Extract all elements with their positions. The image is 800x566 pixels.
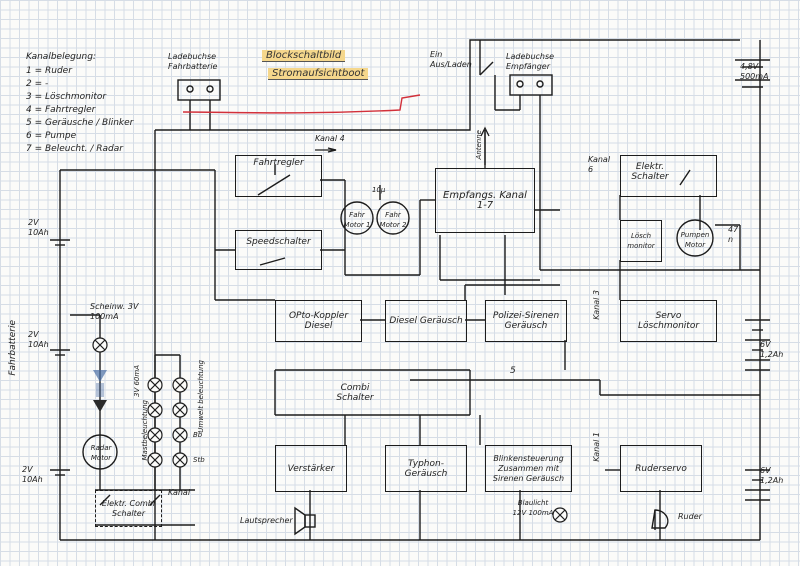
diagram-title-line2: Stromaufsichtboot bbox=[268, 68, 369, 80]
diagram-title-line1: Blockschaltbild bbox=[262, 50, 346, 62]
elektr-schalter-label: Elektr. Schalter bbox=[631, 162, 669, 182]
legend-item: 2 = - bbox=[26, 79, 49, 89]
cap-label: 10µ bbox=[372, 186, 386, 194]
r47-label: 47 n bbox=[728, 225, 739, 244]
ruderservo-block: Ruderservo bbox=[620, 445, 702, 492]
polizei-sirenen-block: Polizei-Sirenen Geräusch bbox=[485, 300, 567, 342]
radar-motor-label: Radar Motor bbox=[90, 444, 112, 462]
lautsprecher-label: Lautsprecher bbox=[240, 516, 293, 525]
fahrtregler-block: Fahrtregler bbox=[235, 155, 322, 197]
lamp-icon bbox=[147, 452, 163, 468]
lamp-icon bbox=[172, 452, 188, 468]
umweltbeleuchtung-label: Umwelt beleuchtung bbox=[197, 360, 205, 433]
elektr-combi-schalter-block: Elektr. Combi Schalter bbox=[95, 490, 162, 527]
fahrbatterie-label: Fahrbatterie bbox=[8, 320, 18, 376]
led-icon bbox=[93, 370, 107, 412]
ladebuchse-fahrbatterie-label: Ladebuchse Fahrbatterie bbox=[168, 52, 218, 71]
lamp-icon bbox=[172, 377, 188, 393]
empfaenger-block: Empfangs. Kanal 1-7 bbox=[435, 168, 535, 233]
pumpenmotor-symbol bbox=[676, 219, 714, 257]
legend-item: 7 = Beleucht. / Radar bbox=[26, 144, 123, 154]
lamp-icon bbox=[147, 402, 163, 418]
kanal-left-label: Kanal 6 bbox=[588, 155, 611, 174]
legend-item: 4 = Fahrtregler bbox=[26, 105, 96, 115]
empfaenger-label: Empfangs. Kanal 1-7 bbox=[443, 189, 527, 211]
ruder-label: Ruder bbox=[678, 512, 702, 521]
battery-right1-label: 6V 1,2Ah bbox=[760, 340, 784, 359]
legend-item: 5 = Geräusche / Blinker bbox=[26, 118, 134, 128]
speedschalter-block: Speedschalter bbox=[235, 230, 322, 270]
fahrmotor2-label: Fahr Motor 2 bbox=[379, 211, 407, 229]
loeschmonitor-box-label: Lösch monitor bbox=[627, 232, 655, 250]
speedschalter-label: Speedschalter bbox=[246, 237, 311, 247]
lamp-icon bbox=[147, 377, 163, 393]
combi-schalter-label: Combi Schalter bbox=[336, 383, 374, 403]
servo-loeschmonitor-label: Servo Löschmonitor bbox=[637, 311, 700, 331]
servo-loeschmonitor-block: Servo Löschmonitor bbox=[620, 300, 717, 342]
radar-voltage-label: 3V 60mA bbox=[133, 365, 141, 397]
opto-koppler-label: OPto-Koppler Diesel bbox=[288, 311, 349, 331]
typhon-label: Typhon-Geräusch bbox=[404, 458, 448, 479]
blaulicht-label: Blaulicht 12V 100mA bbox=[512, 499, 554, 517]
ladebuchse-fahrbatterie-socket bbox=[177, 79, 221, 101]
blinkensteuerung-block: Blinkensteuerung Zusammen mit Sirenen Ge… bbox=[485, 445, 572, 492]
elektr-combi-schalter-label: Elektr. Combi Schalter bbox=[101, 498, 156, 518]
ruderservo-label: Ruderservo bbox=[635, 463, 687, 474]
mastbeleuchtung-label: Mastbeleuchtung bbox=[141, 400, 149, 461]
fahrmotor1-label: Fahr Motor 1 bbox=[343, 211, 371, 229]
red-wire bbox=[182, 94, 421, 114]
typhon-block: Typhon-Geräusch bbox=[385, 445, 467, 492]
kanal-ruder-label: Kanal 1 bbox=[592, 432, 601, 462]
bb-label: Bb bbox=[193, 431, 203, 439]
battery2-label: 2V 10Ah bbox=[28, 330, 49, 349]
pumpenmotor-label: Pumpen Motor bbox=[680, 231, 710, 249]
lautsprecher-icon bbox=[294, 506, 316, 536]
ruder-icon bbox=[651, 509, 669, 529]
lamp-icon bbox=[147, 427, 163, 443]
verstaerker-block: Verstärker bbox=[275, 445, 347, 492]
diesel-geraeusch-label: Diesel Geräusch bbox=[389, 316, 463, 326]
ladebuchse-empfaenger-socket bbox=[509, 74, 553, 96]
lamp-icon bbox=[172, 402, 188, 418]
fahrmotor2-symbol bbox=[376, 201, 410, 235]
battery1-label: 2V 10Ah bbox=[28, 218, 49, 237]
blinkensteuerung-label: Blinkensteuerung Zusammen mit Sirenen Ge… bbox=[492, 453, 565, 483]
diesel-geraeusch-block: Diesel Geräusch bbox=[385, 300, 467, 342]
battery3-label: 2V 10Ah bbox=[22, 465, 43, 484]
opto-koppler-block: OPto-Koppler Diesel bbox=[275, 300, 362, 342]
lamp-icon bbox=[172, 427, 188, 443]
kanal-bottom-label: Kanal bbox=[168, 488, 191, 497]
fahrtregler-label: Fahrtregler bbox=[253, 158, 304, 168]
legend-item: 3 = Löschmonitor bbox=[26, 92, 107, 102]
legend-heading: Kanalbelegung: bbox=[26, 52, 96, 62]
fahrmotor1-symbol bbox=[340, 201, 374, 235]
loeschmonitor-box: Lösch monitor bbox=[620, 220, 662, 262]
kanal-servo-label: Kanal 3 bbox=[592, 290, 601, 320]
ein-aus-label: Ein Aus/Laden bbox=[430, 50, 472, 69]
antenne-label: Antenne bbox=[475, 130, 483, 160]
battery-rx-label: 4,8V 500mA bbox=[740, 62, 769, 81]
battery-right2-label: 6V 1,2Ah bbox=[760, 466, 784, 485]
ladebuchse-empfaenger-label: Ladebuchse Empfänger bbox=[506, 52, 555, 71]
elektr-schalter-block: Elektr. Schalter bbox=[620, 155, 717, 197]
radar-motor-symbol bbox=[82, 434, 118, 470]
lamp-icon bbox=[92, 337, 108, 353]
blaulicht-lamp-icon bbox=[552, 507, 568, 523]
stb-label: Stb bbox=[193, 456, 205, 464]
kanal-combi-label: 5 bbox=[510, 366, 516, 376]
polizei-sirenen-label: Polizei-Sirenen Geräusch bbox=[492, 311, 560, 331]
scheinwerfer-label: Scheinw. 3V 100mA bbox=[90, 302, 139, 321]
verstaerker-label: Verstärker bbox=[287, 463, 335, 474]
legend-item: 6 = Pumpe bbox=[26, 131, 77, 141]
kanal-top-label: Kanal 4 bbox=[315, 134, 345, 143]
legend-item: 1 = Ruder bbox=[26, 66, 72, 76]
